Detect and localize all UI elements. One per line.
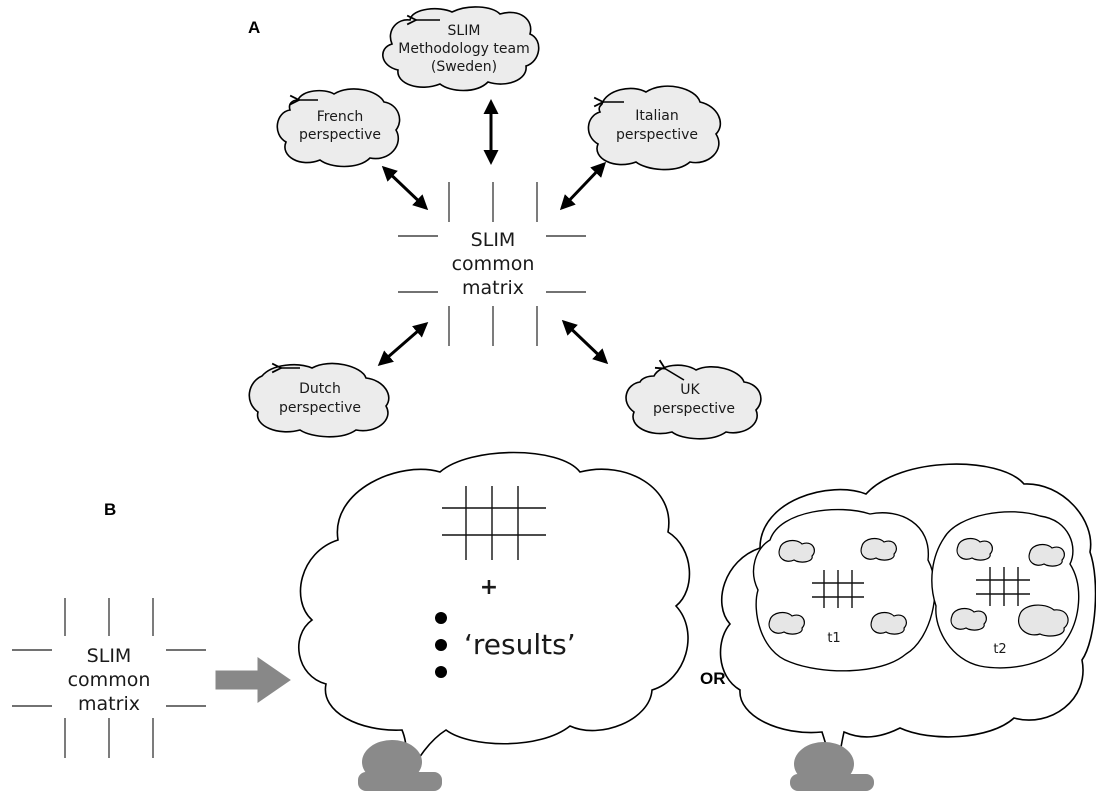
- methodology-line3: (Sweden): [431, 59, 497, 75]
- dutch-line1: Dutch: [299, 381, 341, 397]
- left-matrix-line2: common: [68, 669, 151, 691]
- dutch-cloud: Dutch perspective: [248, 362, 390, 438]
- uk-line2: perspective: [653, 401, 735, 417]
- italian-line2: perspective: [616, 127, 698, 143]
- center-line3: matrix: [462, 277, 524, 299]
- center-matrix: SLIM common matrix: [398, 182, 586, 346]
- panel-a-label: A: [248, 18, 260, 37]
- arrow-uk: [561, 319, 609, 365]
- methodology-line1: SLIM: [448, 23, 481, 39]
- thought-bubble-results: + ‘results’: [297, 451, 691, 778]
- left-matrix: SLIM common matrix: [12, 598, 206, 758]
- arrow-italian: [559, 161, 607, 211]
- dutch-line2: perspective: [279, 400, 361, 416]
- left-matrix-line1: SLIM: [87, 645, 132, 667]
- t1-label: t1: [827, 631, 840, 646]
- center-line1: SLIM: [471, 229, 516, 251]
- person-icon: [358, 740, 442, 791]
- person-icon: [790, 742, 874, 791]
- thought-bubble-timeframes: t1 t2: [719, 463, 1096, 779]
- plus-sign: +: [480, 575, 498, 600]
- french-line2: perspective: [299, 127, 381, 143]
- italian-cloud: Italian perspective: [587, 85, 722, 171]
- left-matrix-line3: matrix: [78, 693, 140, 715]
- or-label: OR: [700, 669, 726, 688]
- results-text: ‘results’: [464, 628, 576, 661]
- french-line1: French: [317, 109, 364, 125]
- block-arrow-icon: [215, 657, 291, 703]
- t2-label: t2: [993, 642, 1006, 657]
- arrow-dutch: [377, 322, 429, 366]
- methodology-cloud: SLIM Methodology team (Sweden): [382, 6, 540, 92]
- uk-line1: UK: [680, 382, 700, 398]
- panel-b-label: B: [104, 500, 116, 519]
- center-line2: common: [452, 253, 535, 275]
- french-cloud: French perspective: [276, 88, 401, 168]
- methodology-line2: Methodology team: [398, 41, 529, 57]
- feedback-arrow-icon: [664, 368, 685, 381]
- italian-line1: Italian: [635, 108, 678, 124]
- uk-cloud: UK perspective: [625, 365, 762, 440]
- arrow-french: [381, 165, 429, 211]
